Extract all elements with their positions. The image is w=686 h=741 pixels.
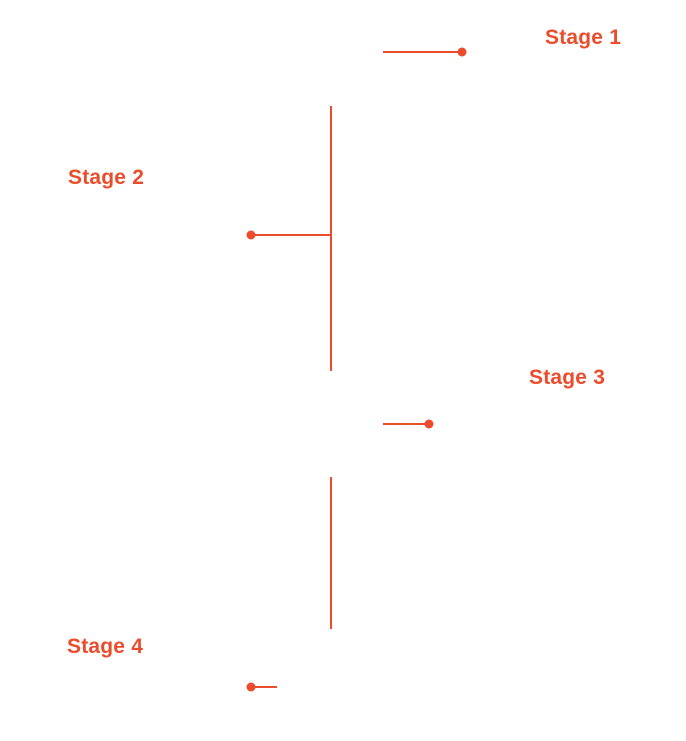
stage-4-marker-dot — [246, 682, 256, 692]
stage-3-label: Stage 3 — [529, 366, 606, 389]
stage-1-connector — [383, 47, 467, 57]
stage-1-label: Stage 1 — [545, 26, 622, 49]
stage-4-connector — [246, 682, 277, 692]
stage-3-marker-dot — [424, 419, 434, 429]
stage-2-label: Stage 2 — [68, 166, 145, 189]
stage-3-connector — [383, 419, 434, 429]
stage-2-marker-dot — [246, 230, 256, 240]
stage-4-label: Stage 4 — [67, 635, 144, 658]
stage-1-marker-dot — [457, 47, 467, 57]
stage-2-connector — [246, 230, 331, 240]
